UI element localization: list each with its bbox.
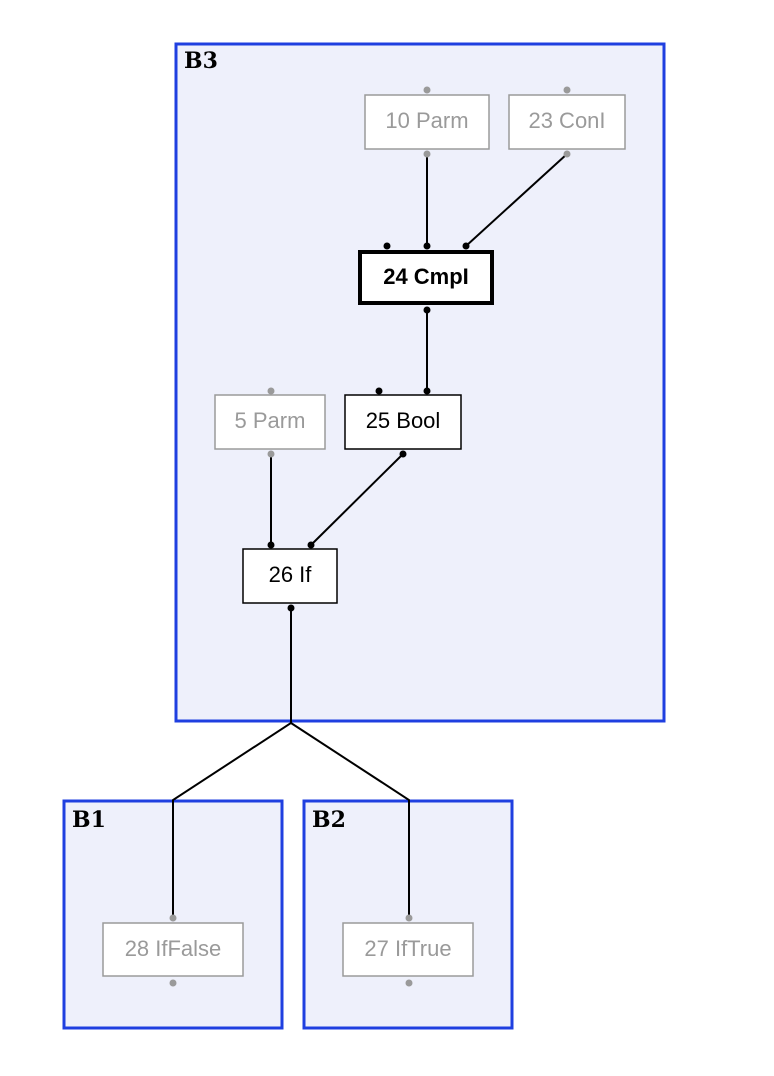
block-b2-label: B2 xyxy=(312,807,346,833)
input-port xyxy=(423,242,431,250)
node-10-parm[interactable]: 10 Parm xyxy=(364,86,490,158)
edge-26-to-27 xyxy=(290,722,410,918)
node-23-coni-label: 23 ConI xyxy=(528,108,605,133)
input-port xyxy=(267,387,275,395)
node-28-iffalse[interactable]: 28 IfFalse xyxy=(102,914,244,987)
block-b3-label: B3 xyxy=(184,48,218,74)
node-27-iftrue-label: 27 IfTrue xyxy=(364,936,451,961)
node-25-bool[interactable]: 25 Bool xyxy=(344,387,462,458)
output-port xyxy=(169,979,177,987)
output-port xyxy=(287,604,295,612)
input-port xyxy=(423,86,431,94)
input-port xyxy=(383,242,391,250)
node-24-cmpi[interactable]: 24 CmpI xyxy=(358,242,494,314)
output-port xyxy=(563,150,571,158)
input-port xyxy=(375,387,383,395)
input-port xyxy=(423,387,431,395)
output-port xyxy=(405,979,413,987)
node-5-parm[interactable]: 5 Parm xyxy=(214,387,326,458)
output-port xyxy=(399,450,407,458)
input-port xyxy=(169,914,177,922)
input-port xyxy=(462,242,470,250)
edge-26-to-28 xyxy=(172,608,292,918)
node-26-if-label: 26 If xyxy=(269,562,313,587)
node-28-iffalse-label: 28 IfFalse xyxy=(125,936,222,961)
node-26-if[interactable]: 26 If xyxy=(242,541,338,612)
edges xyxy=(172,153,568,918)
edge-25-to-26 xyxy=(310,453,404,546)
node-23-coni[interactable]: 23 ConI xyxy=(508,86,626,158)
node-25-bool-label: 25 Bool xyxy=(366,408,441,433)
node-24-cmpi-label: 24 CmpI xyxy=(383,264,469,289)
output-port xyxy=(423,306,431,314)
input-port xyxy=(405,914,413,922)
edge-23-to-24 xyxy=(465,153,568,247)
node-5-parm-label: 5 Parm xyxy=(235,408,306,433)
node-10-parm-label: 10 Parm xyxy=(385,108,468,133)
input-port xyxy=(307,541,315,549)
node-27-iftrue[interactable]: 27 IfTrue xyxy=(342,914,474,987)
block-b1-label: B1 xyxy=(72,807,106,833)
output-port xyxy=(267,450,275,458)
input-port xyxy=(563,86,571,94)
output-port xyxy=(423,150,431,158)
block-b3: B3 xyxy=(174,42,666,723)
input-port xyxy=(267,541,275,549)
